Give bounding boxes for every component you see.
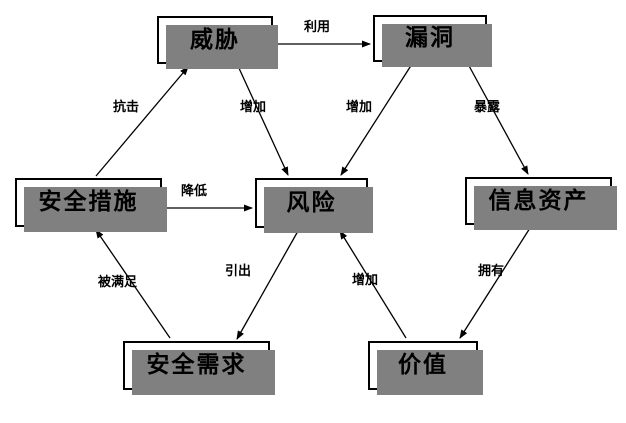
edge-label-risk-derives-requirement: 引出 bbox=[225, 264, 252, 279]
edge-label-requirement-satisfied-by-control: 被满足 bbox=[98, 275, 138, 290]
node-control[interactable]: 安全措施 bbox=[15, 178, 167, 232]
edge-value-increases-risk bbox=[339, 230, 407, 339]
node-label-requirement: 安全需求 bbox=[146, 352, 247, 378]
edge-label-threat-exploits-vuln: 利用 bbox=[304, 20, 331, 35]
edge-requirement-satisfied-by-control bbox=[95, 229, 171, 339]
node-threat[interactable]: 威胁 bbox=[157, 16, 278, 69]
edge-label-control-counters-threat: 抗击 bbox=[113, 100, 140, 115]
edge-threat-increases-risk bbox=[237, 65, 289, 176]
node-risk[interactable]: 风险 bbox=[255, 178, 373, 233]
node-label-threat: 威胁 bbox=[190, 26, 240, 53]
edge-risk-derives-requirement bbox=[236, 230, 299, 340]
edge-label-threat-increases-risk: 增加 bbox=[240, 100, 267, 115]
edge-label-asset-has-value: 拥有 bbox=[478, 264, 505, 279]
node-requirement[interactable]: 安全需求 bbox=[123, 341, 275, 395]
node-value[interactable]: 价值 bbox=[368, 341, 483, 395]
node-label-asset: 信息资产 bbox=[488, 187, 589, 214]
node-label-value: 价值 bbox=[398, 352, 448, 378]
edge-asset-has-value bbox=[459, 227, 531, 339]
node-label-control: 安全措施 bbox=[38, 189, 139, 215]
edge-label-value-increases-risk: 增加 bbox=[352, 273, 379, 288]
node-label-vuln: 漏洞 bbox=[405, 25, 455, 51]
edge-vuln-exposes-asset bbox=[467, 63, 529, 175]
node-asset[interactable]: 信息资产 bbox=[465, 177, 617, 230]
edge-vuln-increases-risk bbox=[340, 63, 413, 176]
edge-control-counters-threat bbox=[95, 66, 189, 177]
edge-label-vuln-exposes-asset: 暴露 bbox=[474, 100, 501, 115]
node-vuln[interactable]: 漏洞 bbox=[373, 15, 492, 67]
edge-lines bbox=[95, 40, 531, 340]
edge-label-vuln-increases-risk: 增加 bbox=[346, 100, 373, 115]
node-label-risk: 风险 bbox=[286, 189, 337, 216]
edge-label-control-reduces-risk: 降低 bbox=[181, 184, 208, 199]
